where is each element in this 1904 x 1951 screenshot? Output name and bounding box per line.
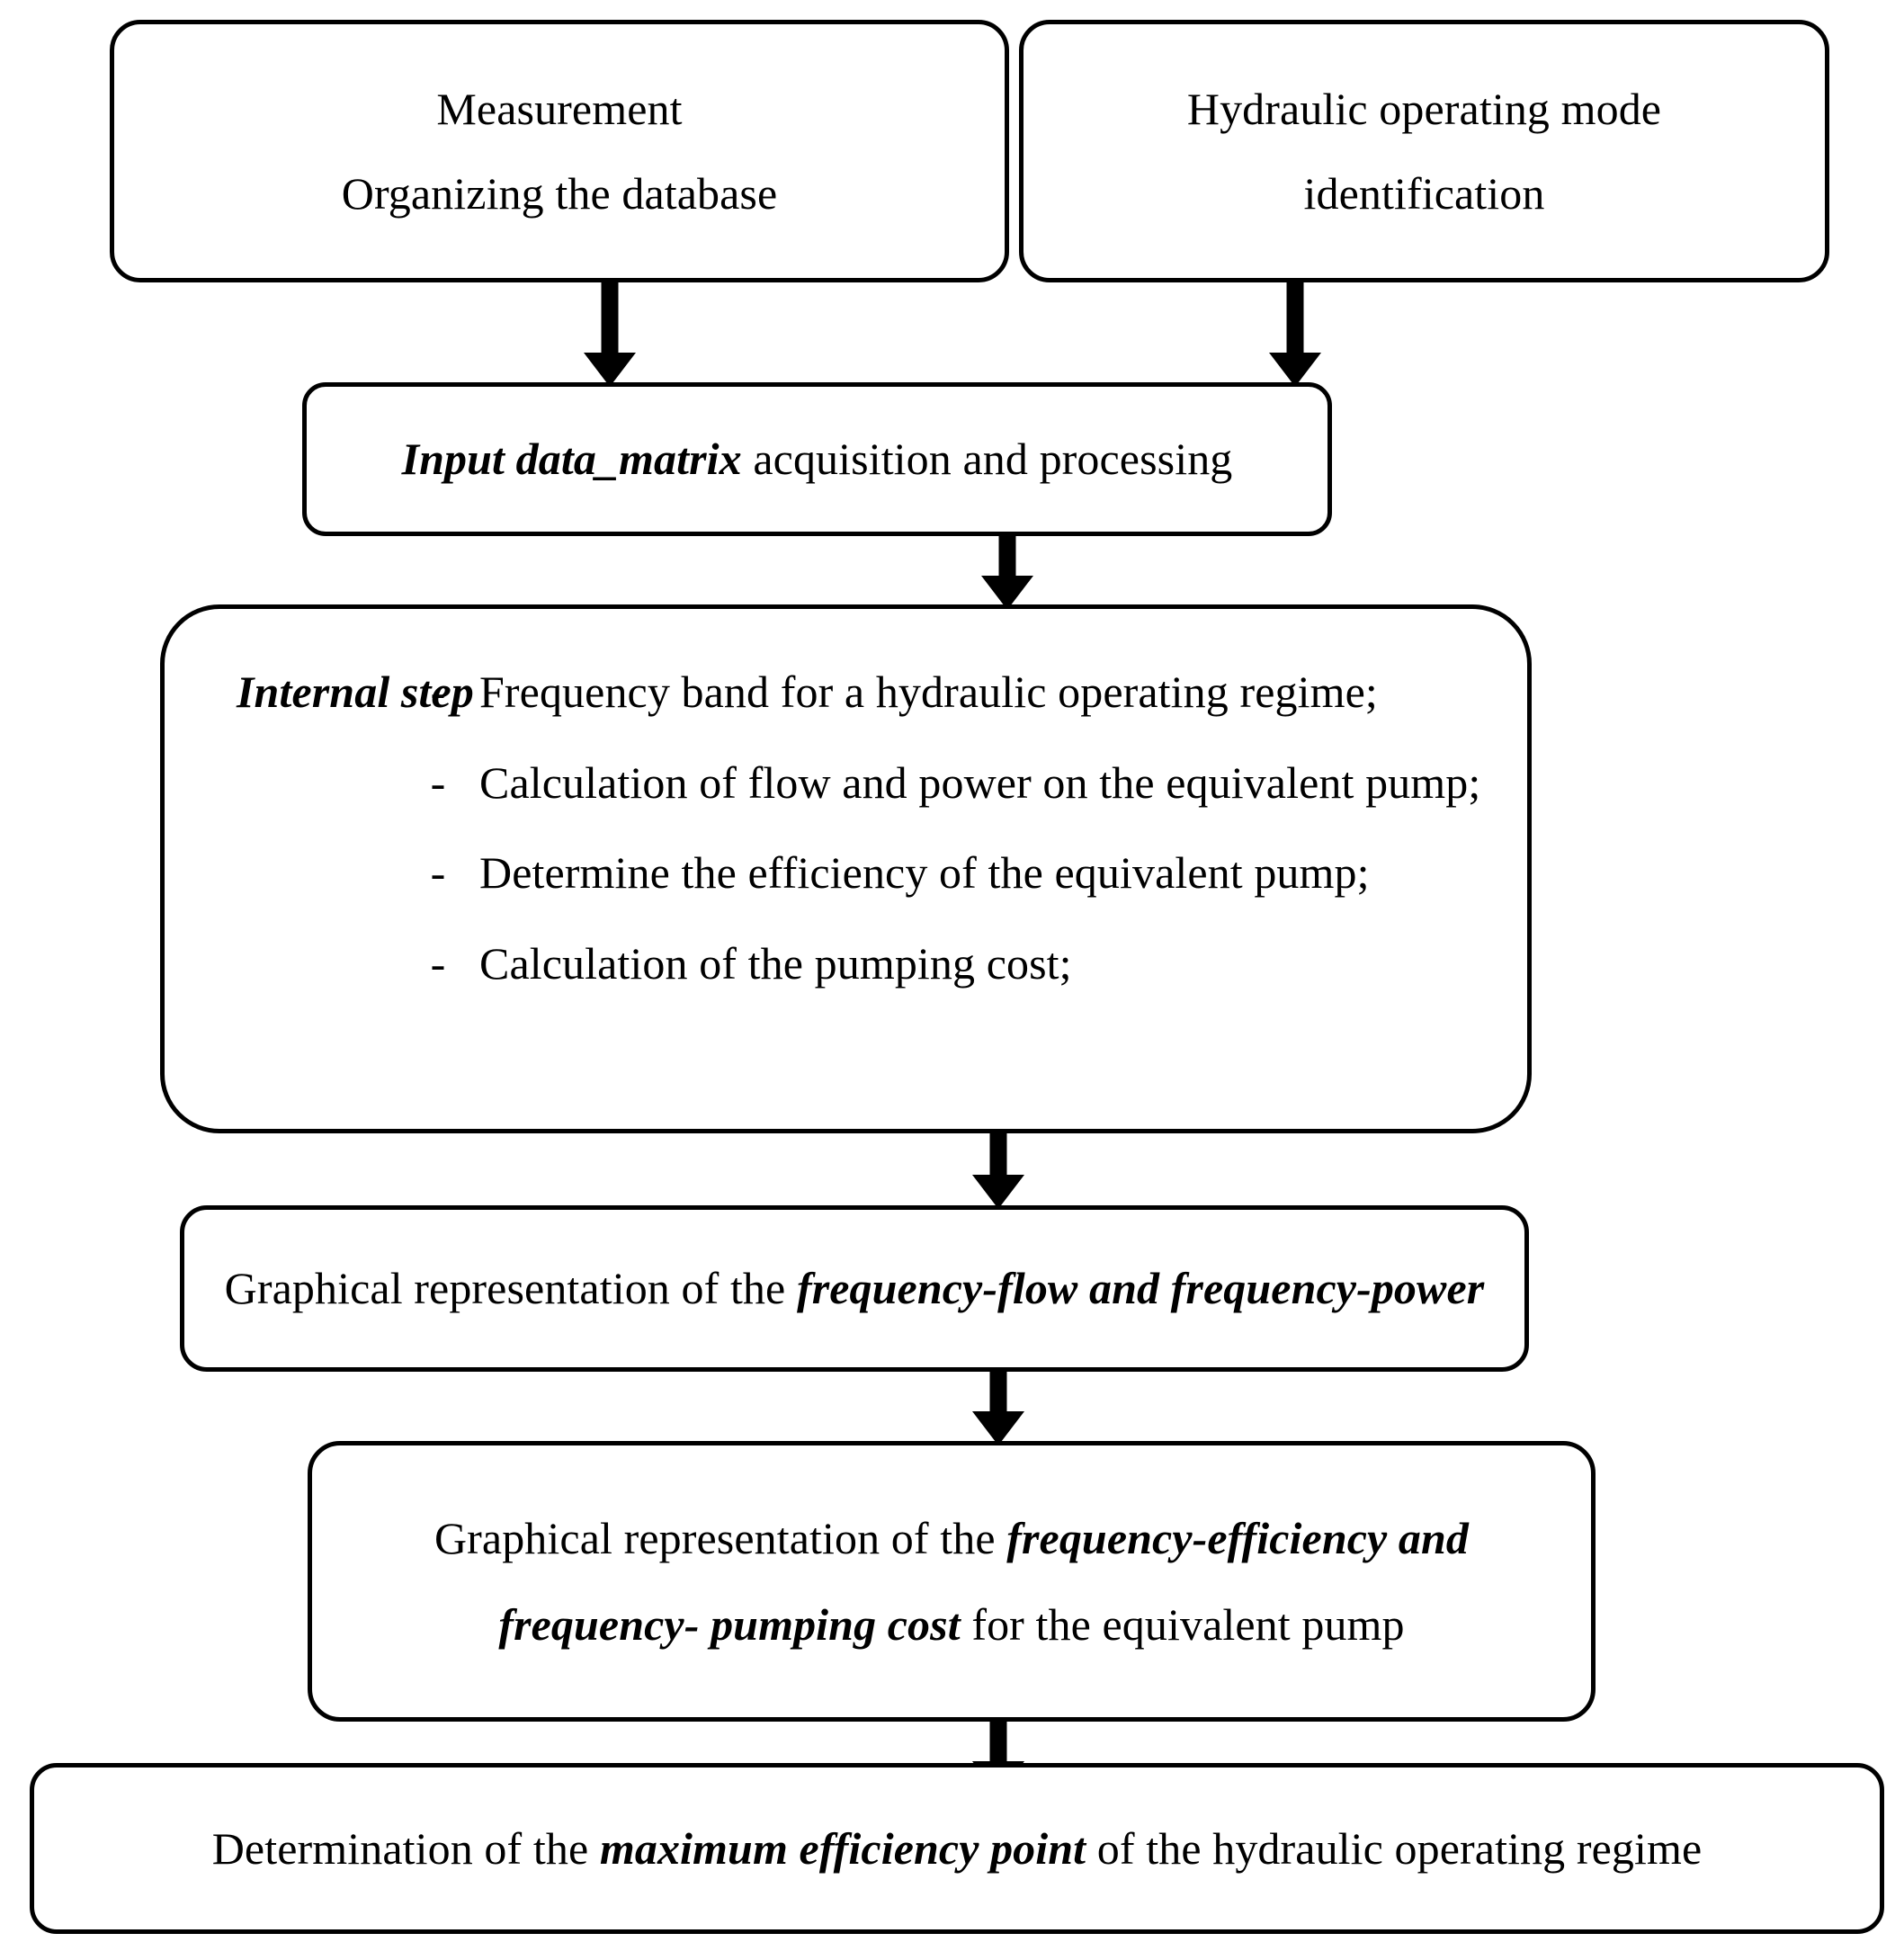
node-hydraulic-line-1: Hydraulic operating mode	[1186, 83, 1662, 134]
arrow-internal-to-graph1	[971, 1132, 1025, 1209]
node-final-plain-post: of the hydraulic operating regime	[1086, 1822, 1703, 1874]
node-input-plain: acquisition and processing	[741, 434, 1233, 485]
node-measurement: Measurement Organizing the database	[110, 20, 1009, 282]
internal-step-head-label: Internal step	[237, 667, 474, 717]
node-graph1-italic: frequency-flow and frequency-power	[796, 1263, 1485, 1314]
node-input-line: Input data_matrix acquisition and proces…	[307, 435, 1327, 483]
bullet-dash-icon: -	[430, 667, 446, 717]
node-graph2-line1-plain: Graphical representation of the	[434, 1512, 1007, 1563]
arrow-shaft	[989, 1132, 1007, 1180]
internal-step-text: Calculation of flow and power on the equ…	[479, 756, 1481, 808]
internal-step-list: Internal step - Frequency band for a hyd…	[165, 609, 1527, 987]
arrow-head	[972, 1411, 1024, 1445]
node-graph2-line2-plain: for the equivalent pump	[960, 1599, 1405, 1650]
internal-step-row: - Calculation of flow and power on the e…	[165, 756, 1527, 808]
internal-step-row: - Determine the efficiency of the equiva…	[165, 849, 1527, 897]
node-graph-frequency-efficiency-cost: Graphical representation of the frequenc…	[308, 1441, 1596, 1722]
node-input-italic: Input data_matrix	[401, 434, 742, 485]
arrow-head	[981, 576, 1033, 610]
arrow-shaft	[989, 1370, 1007, 1415]
internal-step-text: Determine the efficiency of the equivale…	[479, 847, 1370, 898]
node-graph2-line2-italic: frequency- pumping cost	[498, 1599, 961, 1650]
node-internal-step: Internal step - Frequency band for a hyd…	[160, 604, 1532, 1133]
internal-step-row: Internal step - Frequency band for a hyd…	[165, 668, 1527, 716]
arrow-shaft	[989, 1720, 1007, 1765]
node-graph-frequency-flow-power: Graphical representation of the frequenc…	[180, 1205, 1529, 1372]
internal-step-row: - Calculation of the pumping cost;	[165, 937, 1527, 989]
arrow-head	[584, 353, 636, 387]
bullet-dash-icon: -	[430, 756, 446, 808]
node-graph2-line-2: frequency- pumping cost for the equivale…	[312, 1601, 1591, 1649]
node-measurement-line-1: Measurement	[436, 83, 683, 134]
arrow-measurement-to-input	[583, 281, 637, 387]
arrow-graph1-to-graph2	[971, 1370, 1025, 1445]
node-measurement-line-2: Organizing the database	[341, 168, 778, 219]
node-final-italic: maximum efficiency point	[599, 1822, 1086, 1874]
bullet-dash-icon: -	[430, 847, 446, 898]
node-input-data-matrix: Input data_matrix acquisition and proces…	[302, 382, 1332, 536]
node-determination-max-efficiency: Determination of the maximum efficiency …	[30, 1763, 1884, 1934]
arrow-shaft	[998, 534, 1016, 581]
internal-step-text: Calculation of the pumping cost;	[479, 937, 1072, 989]
node-hydraulic-mode: Hydraulic operating mode identification	[1019, 20, 1829, 282]
node-hydraulic-line-2: identification	[1303, 168, 1545, 219]
node-graph2-line1-italic: frequency-efficiency and	[1006, 1512, 1470, 1563]
node-final-line: Determination of the maximum efficiency …	[34, 1825, 1880, 1873]
internal-step-text: Frequency band for a hydraulic operating…	[479, 667, 1378, 717]
arrow-head	[1269, 353, 1321, 387]
arrow-shaft	[601, 281, 619, 356]
arrow-input-to-internal	[980, 534, 1034, 610]
arrow-head	[972, 1175, 1024, 1209]
arrow-shaft	[1286, 281, 1304, 356]
arrow-hydraulic-to-input	[1268, 281, 1322, 387]
node-graph1-line: Graphical representation of the frequenc…	[184, 1265, 1524, 1312]
node-graph1-plain: Graphical representation of the	[224, 1263, 797, 1314]
node-graph2-line-1: Graphical representation of the frequenc…	[312, 1512, 1591, 1563]
bullet-dash-icon: -	[430, 937, 446, 989]
node-final-plain-pre: Determination of the	[211, 1822, 600, 1874]
